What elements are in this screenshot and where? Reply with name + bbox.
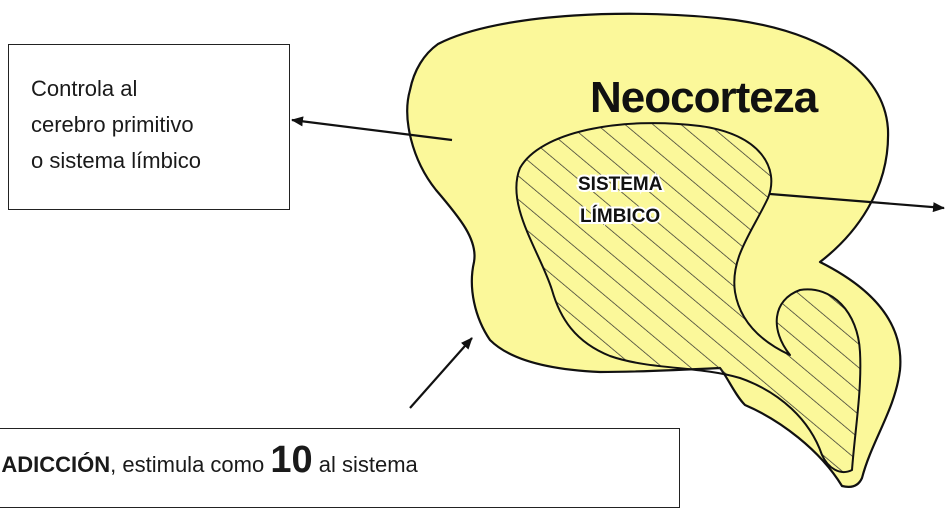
arrow-to-brain-bottom <box>409 337 473 409</box>
callout-top-line2: cerebro primitivo <box>31 112 194 137</box>
callout-top-line3: o sistema límbico <box>31 148 201 173</box>
limbic-label-line1: SISTEMA <box>578 174 663 195</box>
callout-bottom-part1: A ADICCIÓN <box>0 452 111 477</box>
callout-top-line1: Controla al <box>31 76 138 101</box>
limbic-label-line2: LÍMBICO <box>580 205 660 227</box>
limbic-system-shape <box>515 122 862 474</box>
callout-addiction: A ADICCIÓN, estimula como 10 al sistema <box>0 428 680 508</box>
callout-neocortex-function: Controla al cerebro primitivo o sistema … <box>8 44 290 210</box>
callout-bottom-part2: , estimula como <box>110 452 271 477</box>
brain-diagram: Neocorteza SISTEMA LÍMBICO <box>291 12 945 488</box>
callout-bottom-number: 10 <box>270 439 313 481</box>
arrow-to-right-edge <box>769 192 945 213</box>
neocortex-label: Neocorteza <box>590 73 819 122</box>
callout-bottom-part3: al sistema <box>312 452 418 477</box>
arrow-to-top-callout <box>291 116 453 142</box>
